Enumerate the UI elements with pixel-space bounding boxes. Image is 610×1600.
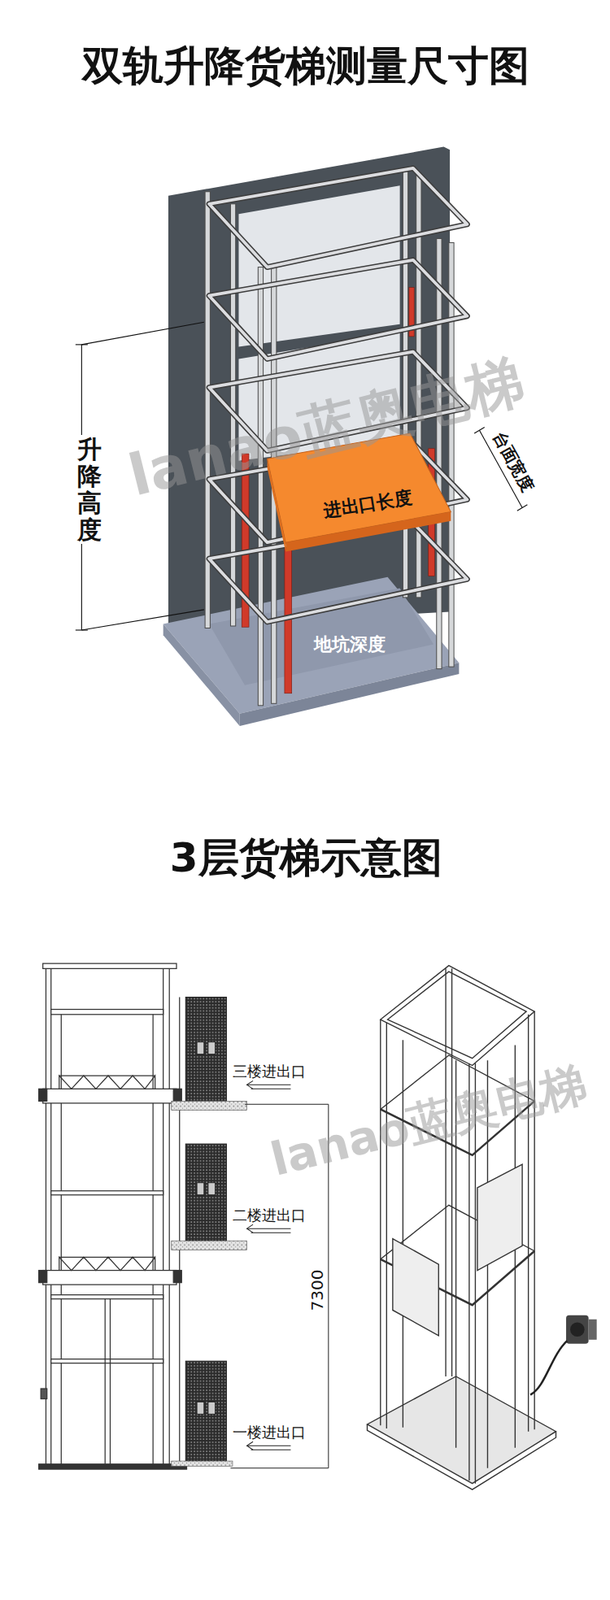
tower-frame bbox=[366, 966, 556, 1491]
direction-arrow bbox=[247, 1224, 254, 1234]
elevation-frame bbox=[162, 968, 164, 1469]
dimension-label: 台面宽度 bbox=[488, 427, 539, 497]
dimension-line bbox=[244, 1104, 329, 1106]
elevation-frame bbox=[152, 1015, 154, 1469]
elevation-frame bbox=[43, 963, 177, 969]
dimension-line bbox=[474, 427, 485, 434]
floor-label: 二楼进出口 bbox=[232, 1207, 306, 1225]
elevation-frame bbox=[51, 1191, 164, 1196]
mesh-door bbox=[208, 1183, 216, 1196]
hydraulic-pump bbox=[588, 1320, 597, 1341]
elevation-frame bbox=[61, 1015, 62, 1469]
elevation-frame bbox=[43, 1271, 177, 1286]
floor-slab bbox=[171, 1101, 248, 1111]
dimension-line bbox=[517, 505, 528, 512]
direction-arrow bbox=[247, 1446, 292, 1447]
frame-ring bbox=[209, 168, 467, 268]
direction-arrow bbox=[251, 1450, 292, 1451]
tower-frame bbox=[451, 968, 453, 1377]
watermark: lanao蓝奥电梯 bbox=[122, 348, 531, 510]
dimension-label: 地坑深度 bbox=[313, 634, 386, 655]
floor-slab bbox=[171, 1461, 233, 1467]
guide-rail bbox=[257, 267, 263, 706]
mesh-door bbox=[196, 1402, 205, 1415]
floor-slab bbox=[171, 1241, 248, 1251]
guide-rail bbox=[436, 238, 442, 669]
hydraulic-pump bbox=[530, 1341, 567, 1395]
direction-arrow bbox=[247, 1228, 292, 1230]
elevation-frame bbox=[173, 1271, 182, 1284]
frame-ring bbox=[209, 168, 467, 268]
direction-arrow bbox=[247, 1080, 254, 1090]
tower-frame bbox=[477, 1164, 523, 1271]
mesh-door bbox=[185, 997, 227, 1462]
mesh-door bbox=[185, 997, 227, 1102]
floor-label: 三楼进出口 bbox=[232, 1063, 306, 1081]
elevation-frame bbox=[104, 1299, 106, 1465]
elevation-frame bbox=[59, 1257, 156, 1271]
elevation-frame bbox=[40, 1389, 48, 1400]
dimension-line bbox=[81, 610, 204, 631]
elevation-frame bbox=[43, 1089, 177, 1104]
tower-frame bbox=[392, 1239, 439, 1337]
tower-frame bbox=[366, 1376, 556, 1485]
mesh-door bbox=[196, 1183, 205, 1196]
tower-frame bbox=[379, 1019, 381, 1426]
elevation-frame bbox=[39, 963, 188, 1470]
direction-arrow bbox=[251, 1233, 292, 1234]
mesh-door bbox=[185, 1144, 227, 1242]
frame-ring bbox=[209, 260, 467, 360]
elevation-frame bbox=[169, 968, 170, 1469]
tower-frame bbox=[387, 971, 528, 1059]
mesh-door bbox=[185, 1361, 227, 1462]
elevation-frame bbox=[50, 968, 52, 1469]
tower-frame bbox=[366, 1424, 556, 1491]
elevation-frame bbox=[51, 1295, 164, 1300]
direction-arrow bbox=[251, 1089, 292, 1090]
frame-ring bbox=[209, 260, 467, 360]
elevation-frame bbox=[178, 997, 180, 1464]
tower-frame bbox=[386, 1023, 388, 1430]
elevation-frame bbox=[173, 1089, 182, 1102]
mesh-door bbox=[208, 1402, 216, 1415]
dimension-value: 7300 bbox=[307, 1268, 328, 1312]
elevation-frame bbox=[109, 1299, 111, 1465]
direction-arrow bbox=[247, 1084, 292, 1086]
elevation-frame bbox=[39, 1089, 48, 1102]
dimension-line bbox=[230, 1468, 328, 1469]
hydraulic-pump bbox=[570, 1323, 585, 1338]
tower-frame bbox=[402, 1040, 404, 1429]
tower-frame bbox=[380, 966, 535, 1067]
tower-frame bbox=[444, 968, 446, 1377]
floor-slab bbox=[171, 1101, 248, 1467]
elevation-frame bbox=[51, 1010, 164, 1016]
mesh-door bbox=[196, 1042, 205, 1055]
section-heading: 3层货梯示意图 bbox=[169, 835, 443, 883]
page-title: 双轨升降货梯测量尺寸图 bbox=[82, 43, 530, 91]
dimension-label: 进出口长度 bbox=[321, 486, 414, 521]
hydraulic-pump bbox=[566, 1315, 589, 1345]
elevation-frame bbox=[39, 1464, 188, 1470]
mesh-door bbox=[208, 1042, 216, 1055]
guide-rail bbox=[448, 242, 454, 667]
elevation-frame bbox=[59, 1076, 156, 1090]
elevation-frame bbox=[39, 1271, 48, 1284]
direction-arrow bbox=[247, 1442, 254, 1451]
lift-platform bbox=[285, 512, 451, 553]
dimension-label: 升降高度 bbox=[76, 435, 103, 545]
elevation-frame bbox=[51, 1359, 164, 1364]
watermark: lanao蓝奥电梯 bbox=[265, 1057, 592, 1187]
floor-label: 一楼进出口 bbox=[232, 1424, 306, 1443]
hydraulic-pump bbox=[530, 1315, 597, 1396]
dimension-line bbox=[81, 322, 204, 345]
